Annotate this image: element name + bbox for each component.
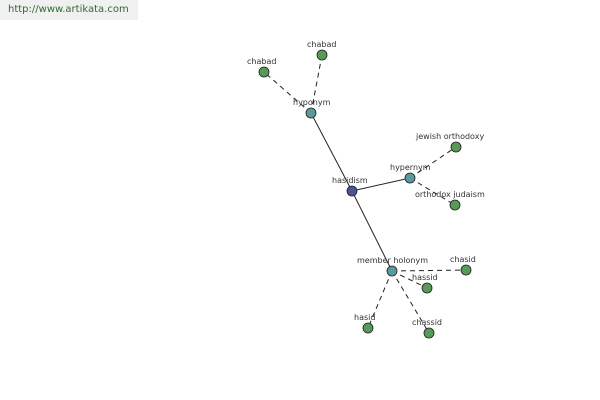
node-marker-chassid[interactable]	[423, 327, 435, 339]
node-label-chasid: chasid	[450, 255, 476, 264]
node-hasid[interactable]: hasid	[354, 313, 375, 334]
node-label-hassid: hassid	[412, 273, 438, 282]
node-marker-chasid[interactable]	[460, 264, 472, 276]
edge-hyponym-to-chabad-2	[310, 54, 323, 114]
source-banner: http://www.artikata.com	[0, 0, 138, 20]
node-chasid[interactable]: chasid	[450, 255, 476, 276]
node-label-chabad-1: chabad	[247, 57, 276, 66]
edge-member-holonym-to-hasid	[367, 270, 393, 329]
node-hasidism[interactable]: hasidism	[332, 176, 368, 197]
node-member-holonym[interactable]: member holonym	[357, 256, 428, 277]
node-label-jewish-orthodoxy: jewish orthodoxy	[415, 132, 484, 141]
edge-member-holonym-to-chasid	[391, 269, 467, 272]
node-label-member-holonym: member holonym	[357, 256, 428, 265]
node-marker-hasid[interactable]	[362, 322, 374, 334]
node-chassid[interactable]: chassid	[412, 318, 442, 339]
node-chabad-2[interactable]: chabad	[307, 40, 336, 61]
node-hyponym[interactable]: hyponym	[293, 98, 331, 119]
node-label-chabad-2: chabad	[307, 40, 336, 49]
node-hypernym[interactable]: hypernym	[390, 163, 431, 184]
nodes-layer: hasidism hyponym hypernym member holonym cha…	[247, 40, 485, 339]
node-marker-hyponym[interactable]	[305, 107, 317, 119]
edge-hasidism-to-member-holonym	[351, 190, 393, 272]
source-link[interactable]: http://www.artikata.com	[8, 4, 129, 15]
node-label-hasid: hasid	[354, 313, 375, 322]
node-label-hypernym: hypernym	[390, 163, 431, 172]
edge-hypernym-to-jewish-orthodoxy	[409, 146, 457, 179]
edge-hyponym-to-chabad-1	[263, 71, 312, 114]
edge-hasidism-to-hyponym	[310, 112, 353, 192]
node-marker-orthodox-judaism[interactable]	[449, 199, 461, 211]
node-hassid[interactable]: hassid	[412, 273, 438, 294]
node-marker-member-holonym[interactable]	[386, 265, 398, 277]
node-label-hyponym: hyponym	[293, 98, 331, 107]
node-marker-hasidism[interactable]	[346, 185, 358, 197]
edges-layer	[263, 54, 467, 334]
node-marker-hassid[interactable]	[421, 282, 433, 294]
node-orthodox-judaism[interactable]: orthodox judaism	[415, 190, 485, 211]
node-marker-chabad-2[interactable]	[316, 49, 328, 61]
edge-hasidism-to-hypernym	[351, 177, 411, 192]
edge-member-holonym-to-hassid	[391, 270, 428, 289]
node-label-hasidism: hasidism	[332, 176, 368, 185]
node-marker-hypernym[interactable]	[404, 172, 416, 184]
node-label-chassid: chassid	[412, 318, 442, 327]
node-chabad-1[interactable]: chabad	[247, 57, 276, 78]
edge-member-holonym-to-chassid	[391, 270, 430, 334]
node-marker-jewish-orthodoxy[interactable]	[450, 141, 462, 153]
node-label-orthodox-judaism: orthodox judaism	[415, 190, 485, 199]
node-marker-chabad-1[interactable]	[258, 66, 270, 78]
node-jewish-orthodoxy[interactable]: jewish orthodoxy	[415, 132, 484, 153]
